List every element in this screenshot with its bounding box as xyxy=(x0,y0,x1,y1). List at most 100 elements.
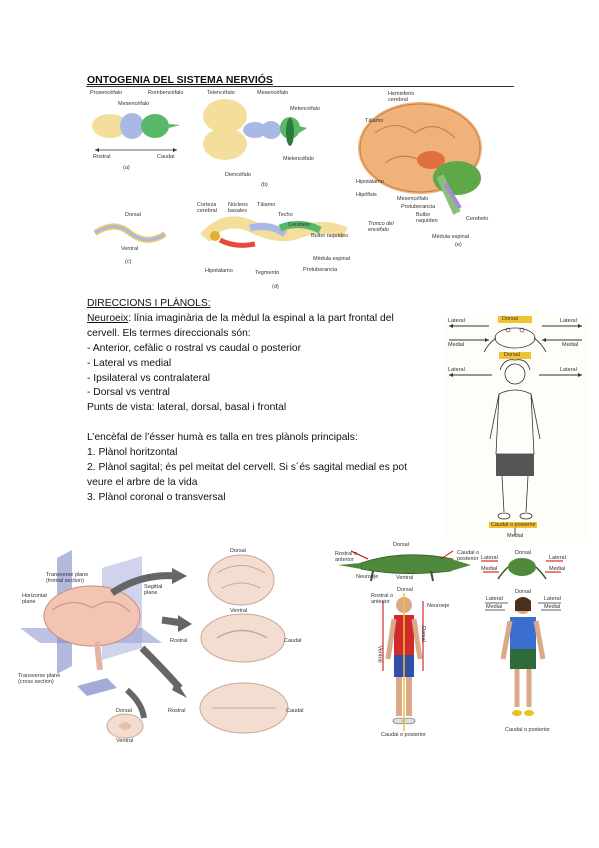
planol-item: 2. Plànol sagital; és pel meitat del cer… xyxy=(87,461,407,473)
body-label-dorsal-top: Dorsal xyxy=(502,316,518,322)
planols-intro: L’encèfal de l’ésser humà es talla en tr… xyxy=(87,432,358,443)
planol-item: veure el arbre de la vida xyxy=(87,476,198,488)
planol-item: 3. Plànol coronal o transversal xyxy=(87,491,226,503)
girl-label-lateral-left: Lateral xyxy=(486,596,503,602)
label-dorsal-c: Dorsal xyxy=(125,212,141,218)
frog-label-dorsal: Dorsal xyxy=(515,550,531,556)
plane-label-rostral-3: Rostral xyxy=(168,708,186,714)
ontogenia-figure: (a) (b) (c) (d) (e) Prosencèfalo Mesencè… xyxy=(85,88,515,293)
dir-label-rostral-anterior: Rostral o anterior xyxy=(335,551,358,563)
label-medula-d: Médula espinal xyxy=(313,256,350,262)
label-corteza-cerebral: Corteza cerebral xyxy=(197,202,217,214)
neuroeix-term: Neuroeix xyxy=(87,312,129,324)
label-diencefalo: Diencéfalo xyxy=(225,172,251,178)
label-medula-e: Médula espinal xyxy=(432,234,469,240)
label-ventral-c: Ventral xyxy=(121,246,139,252)
body-directions-illustration xyxy=(444,314,587,541)
brain-planes-figure: Horizontal plane Transverse plane (front… xyxy=(12,538,312,748)
girl-label-medial-left: Medial xyxy=(486,604,503,610)
person-drawing xyxy=(489,359,541,520)
body-label-caudal: Caudal o posterior xyxy=(491,522,536,528)
label-cerebelo-d: Cerebelo xyxy=(288,222,311,228)
dir-label-dorsal-vertical: Dorsal xyxy=(419,626,426,642)
planol-item: 1. Plànol horitzontal xyxy=(87,446,178,458)
caption-a: (a) xyxy=(123,165,130,171)
vesicle-stage-b xyxy=(203,99,307,160)
views-line: Punts de vista: lateral, dorsal, basal i… xyxy=(87,402,287,414)
body-label-lateral-right: Lateral xyxy=(560,318,577,324)
label-bulbo-d: Bulbo raquídeo xyxy=(311,233,349,239)
vesicle-stage-a xyxy=(92,113,180,152)
label-rostral-a: Rostral xyxy=(93,154,111,160)
plane-label-caudal-3: Caudal xyxy=(286,708,304,714)
label-caudal-a: Caudal xyxy=(157,154,175,160)
body-label-lateral-left: Lateral xyxy=(448,318,465,324)
body-label-medial-bottom: Medial xyxy=(507,533,524,539)
direction-item: - Dorsal vs ventral xyxy=(87,387,170,399)
body-label-medial-left: Medial xyxy=(448,342,465,348)
dir-label-ventral: Ventral xyxy=(396,575,414,581)
label-protuberancia-e: Protuberancia xyxy=(401,204,436,210)
neural-tube-stage-d xyxy=(200,216,348,248)
label-mesencefalo-a: Mesencèfalo xyxy=(118,101,150,107)
plane-label-ventral-1: Ventral xyxy=(230,608,248,614)
plane-label-sagittal: Sagittal plane xyxy=(144,584,163,596)
dir-label-dorsal-person: Dorsal xyxy=(397,587,413,593)
title-divider xyxy=(86,86,514,87)
frog-label-lateral-left: Lateral xyxy=(481,555,498,561)
body-label-lateral-left-2: Lateral xyxy=(448,367,465,373)
dir-label-neuroeje: Neuroeje xyxy=(356,574,379,580)
section-title-ontogenia: ONTOGENIA DEL SISTEMA NERVIÓS xyxy=(87,74,273,86)
direction-item: - Lateral vs medial xyxy=(87,357,172,369)
caption-d: (d) xyxy=(272,284,279,290)
dir-label-neuroeje-person: Neuroeje xyxy=(427,603,450,609)
direccions-heading: DIRECCIONS I PLÀNOLS: xyxy=(87,298,211,309)
frog-label-lateral-right: Lateral xyxy=(549,555,566,561)
caption-b: (b) xyxy=(261,182,268,188)
girl-label-lateral-right: Lateral xyxy=(544,596,561,602)
plane-label-transverse-cross: Transverse plane (cross section) xyxy=(18,673,61,685)
caption-c: (c) xyxy=(125,259,132,265)
dir-label-dorsal: Dorsal xyxy=(393,542,409,548)
caption-e: (e) xyxy=(455,242,462,248)
label-mesencefalo-e: Mesencéfalo xyxy=(397,196,429,202)
neuroeix-line-2: cervell. Els termes direccionals són: xyxy=(87,327,251,339)
alligator-drawing xyxy=(338,554,471,582)
ontogenia-illustration: (a) (b) (c) (d) (e) xyxy=(92,99,482,290)
frog-label-medial-right: Medial xyxy=(549,566,566,572)
plane-label-caudal-2: Caudal xyxy=(284,638,302,644)
plane-label-ventral-4: Ventral xyxy=(116,738,134,744)
label-hipofisis: Hipófisis xyxy=(356,192,377,198)
label-talamo-d: Tálamo xyxy=(257,202,276,208)
plane-label-rostral-2: Rostral xyxy=(170,638,188,644)
label-metencefalo: Metencéfalo xyxy=(290,106,320,112)
body-label-lateral-right-2: Lateral xyxy=(560,367,577,373)
plane-label-dorsal-4: Dorsal xyxy=(116,708,132,714)
neuroeix-line-1: Neuroeix: línia imaginària de la mèdul l… xyxy=(87,312,432,327)
label-cerebelo-e: Cerebelo xyxy=(466,216,489,222)
dir-label-rostral-person: Rostral o anterior xyxy=(371,593,394,605)
dir-label-caudal-person: Caudal o posterior xyxy=(381,732,426,738)
label-tronco-encefalo: Tronco del encéfalo xyxy=(368,221,394,233)
frog-label-medial-left: Medial xyxy=(481,566,498,572)
label-telencefalo: Telencéfalo xyxy=(207,90,235,96)
label-hipotalamo-d: Hipotálamo xyxy=(205,268,233,274)
body-label-medial-right: Medial xyxy=(562,342,579,348)
frog-color-drawing xyxy=(497,558,547,580)
neuroeix-definition: : línia imaginària de la mèdul la espina… xyxy=(128,312,394,324)
label-nucleos-basales: Núcleos basales xyxy=(228,202,248,214)
girl-drawing xyxy=(500,597,546,716)
organism-directions-figure: Dorsal Rostral o anterior Caudal o poste… xyxy=(333,541,593,746)
dir-label-ventral-person: Ventral xyxy=(376,645,383,663)
label-mielencefalo: Mielencéfalo xyxy=(283,156,314,162)
organism-directions-illustration xyxy=(338,550,563,731)
neural-tube-stage-c xyxy=(93,223,167,243)
label-rombencefalo: Rombencèfalo xyxy=(148,90,184,96)
plane-label-dorsal-1: Dorsal xyxy=(230,548,246,554)
label-hemisferio: Hemisferio cerebral xyxy=(388,91,415,103)
girl-label-medial-right: Medial xyxy=(544,604,561,610)
directions-body-figure: Dorsal Lateral Lateral Medial Medial Dor… xyxy=(444,314,587,541)
direccions-section: DIRECCIONS I PLÀNOLS: Neuroeix: línia im… xyxy=(87,297,432,416)
label-mesencefalo-b: Mesencéfalo xyxy=(257,90,289,96)
label-talamo-e: Tálamo xyxy=(365,118,384,124)
